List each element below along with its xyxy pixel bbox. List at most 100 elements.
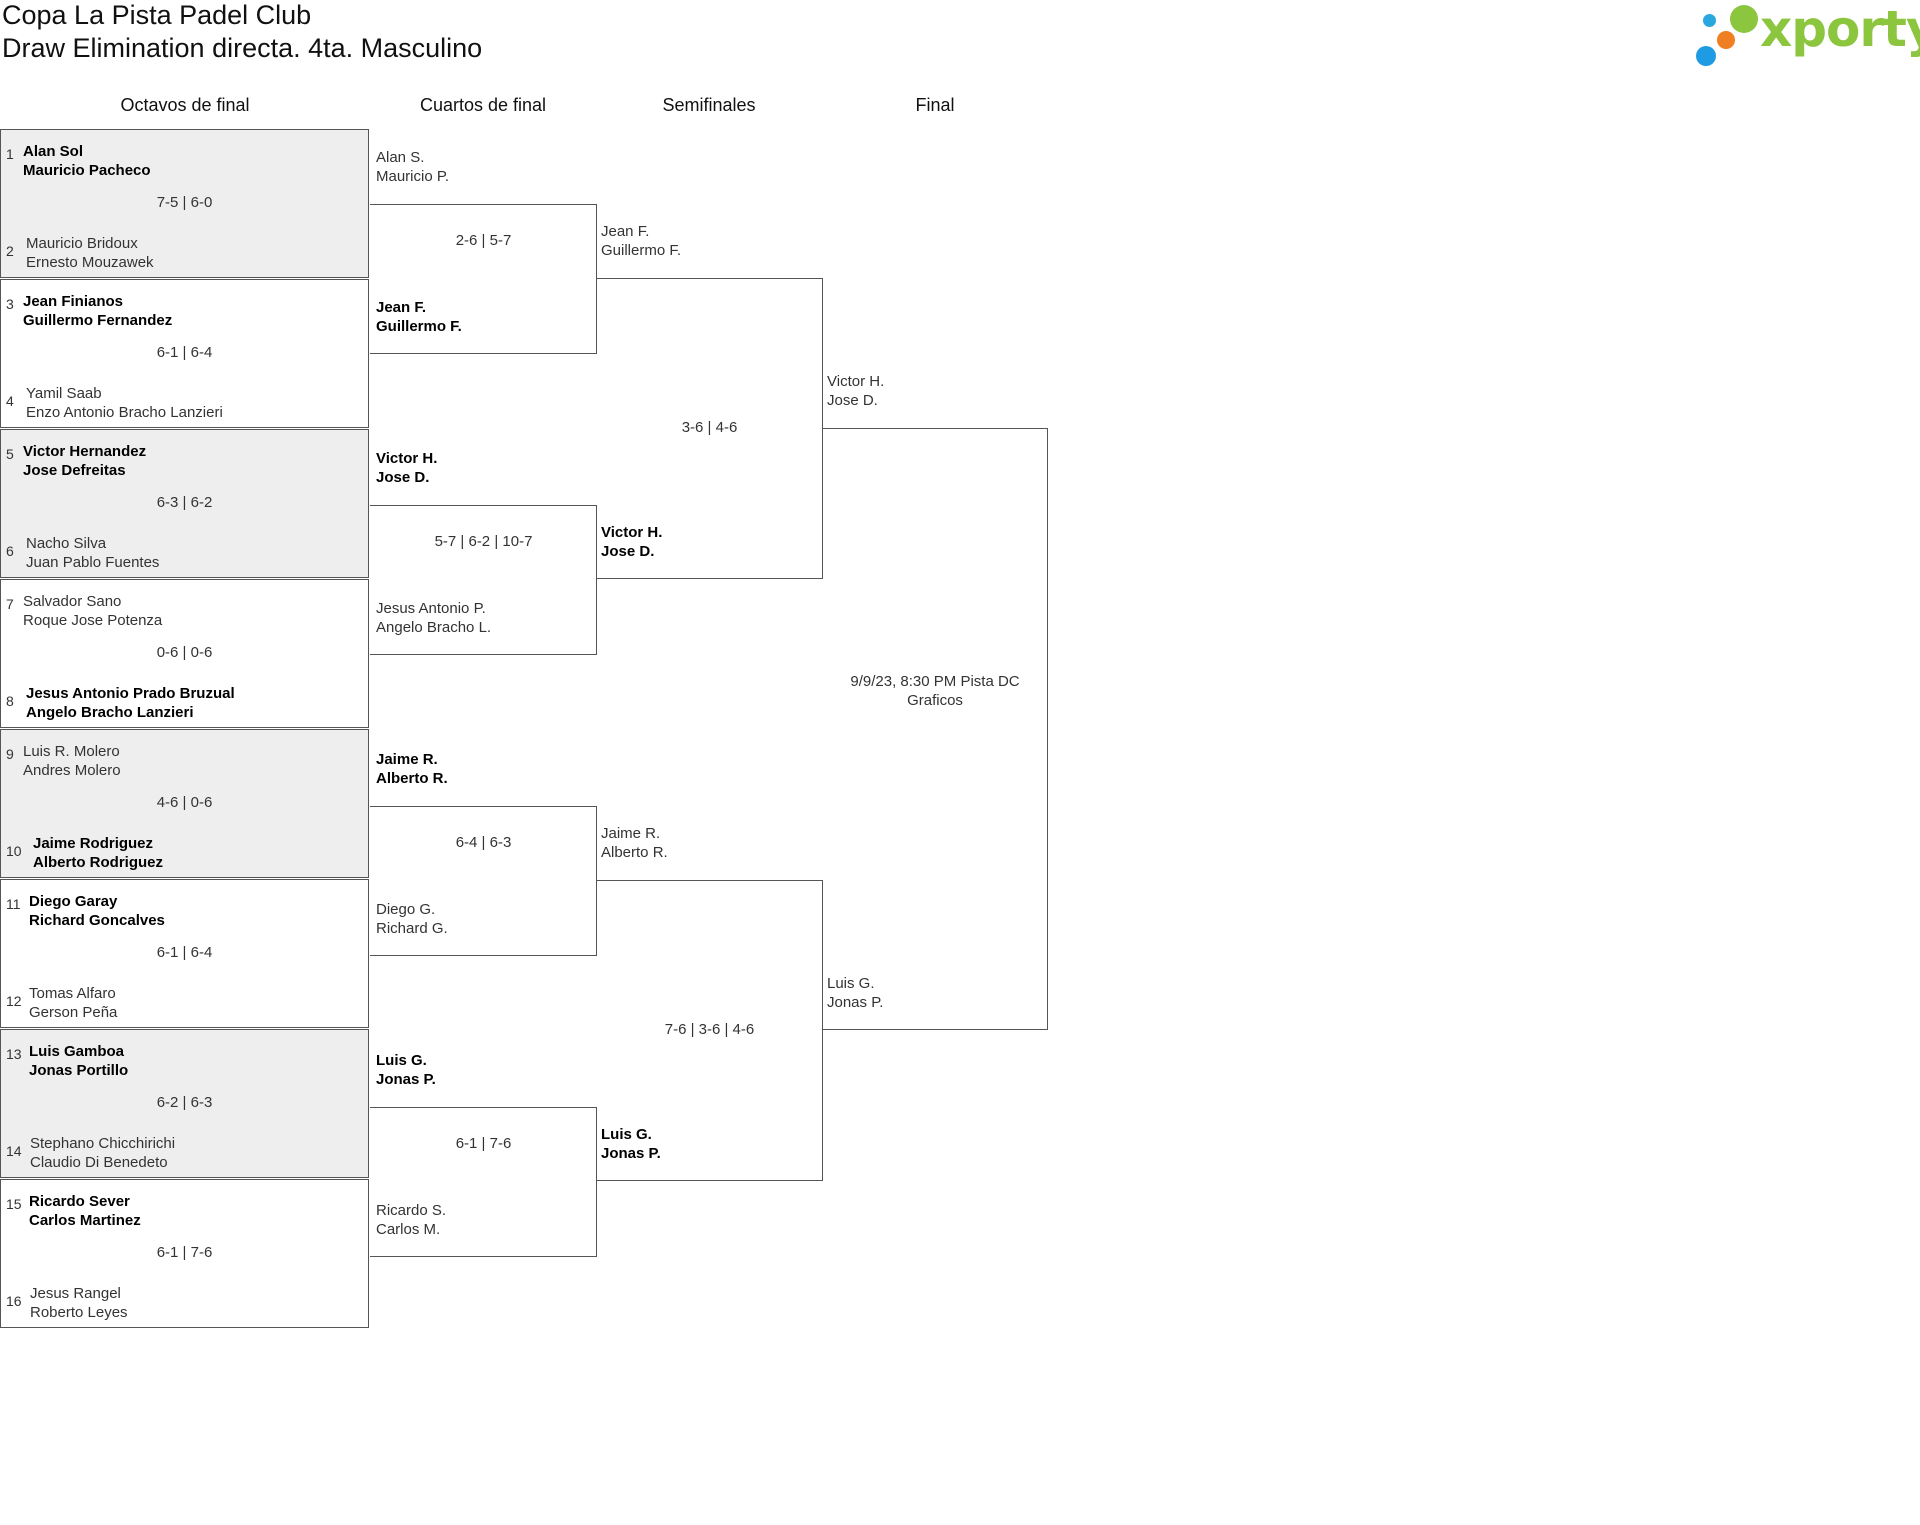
player-name: Guillermo Fernandez <box>23 312 173 329</box>
player-name: Guillermo F. <box>376 318 462 335</box>
final-court: Graficos <box>907 692 963 709</box>
semis-team-b: Luis G.Jonas P. <box>601 1125 661 1163</box>
team-a: Salvador Sano Roque Jose Potenza <box>23 592 162 630</box>
cuartos-team-b: Jean F. Guillermo F. <box>376 298 462 336</box>
cuartos-team-a: Luis G. Jonas P. <box>376 1051 436 1089</box>
player-name: Guillermo F. <box>601 242 682 259</box>
team-a: Luis Gamboa Jonas Portillo <box>29 1042 128 1080</box>
semis-team-a: Jean F. Guillermo F. <box>601 222 681 260</box>
semis-score: 3-6 | 4-6 <box>681 418 738 436</box>
final-team-a: Victor H. Jose D. <box>827 372 884 410</box>
player-name: Angelo Bracho Lanzieri <box>26 704 194 721</box>
final-schedule: 9/9/23, 8:30 PM Pista DC Graficos <box>822 672 1048 710</box>
match-score: 4-6 | 0-6 <box>156 794 213 811</box>
team-a: Victor Hernandez Jose Defreitas <box>23 442 146 480</box>
match-score: 6-1 | 6-4 <box>156 944 213 961</box>
match-score: 6-2 | 6-3 <box>156 1094 213 1111</box>
octavos-match: 7 Salvador Sano Roque Jose Potenza 0-6 |… <box>0 579 369 728</box>
player-name: Roberto Leyes <box>30 1304 128 1321</box>
team-b: Mauricio Bridoux Ernesto Mouzawek <box>26 234 154 272</box>
cuartos-team-b: Diego G.Richard G. <box>376 900 448 938</box>
team-a: Ricardo Sever Carlos Martinez <box>29 1192 141 1230</box>
player-name: Victor Hernandez <box>23 443 147 460</box>
octavos-match: 15 Ricardo Sever Carlos Martinez 6-1 | 7… <box>0 1179 369 1328</box>
xporty-logo: xporty <box>1696 0 1920 70</box>
tournament-title: Copa La Pista Padel Club <box>2 0 312 30</box>
cuartos-bracket-line <box>370 505 597 655</box>
player-name: Yamil Saab <box>26 385 102 402</box>
octavos-match: 1 Alan Sol Mauricio Pacheco 7-5 | 6-0 2 … <box>0 129 369 278</box>
team-a: Jean Finianos Guillermo Fernandez <box>23 292 172 330</box>
match-score: 0-6 | 0-6 <box>156 644 213 661</box>
player-name: Jean F. <box>601 223 650 240</box>
player-name: Jean F. <box>376 299 427 316</box>
player-name: Jean Finianos <box>23 293 124 310</box>
seed-number: 4 <box>6 393 14 409</box>
semis-score: 7-6 | 3-6 | 4-6 <box>664 1020 755 1038</box>
cuartos-score: 2-6 | 5-7 <box>455 232 512 249</box>
match-score: 7-5 | 6-0 <box>156 194 213 211</box>
team-b: Jesus Rangel Roberto Leyes <box>30 1284 128 1322</box>
player-name: Carlos Martinez <box>29 1212 141 1229</box>
player-name: Diego Garay <box>29 893 118 910</box>
octavos-match: 9 Luis R. Molero Andres Molero 4-6 | 0-6… <box>0 729 369 878</box>
seed-number: 16 <box>6 1293 22 1309</box>
player-name: Victor H. <box>827 373 885 390</box>
seed-number: 12 <box>6 993 22 1009</box>
round-header-cuartos: Cuartos de final <box>419 95 547 115</box>
match-score: 6-1 | 7-6 <box>156 1244 213 1261</box>
cuartos-score: 5-7 | 6-2 | 10-7 <box>434 533 533 550</box>
team-a: Luis R. Molero Andres Molero <box>23 742 121 780</box>
player-name: Ernesto Mouzawek <box>26 254 154 271</box>
player-name: Mauricio Bridoux <box>26 235 138 252</box>
player-name: Ricardo Sever <box>29 1193 130 1210</box>
round-header-octavos: Octavos de final <box>120 95 250 115</box>
player-name: Alberto Rodriguez <box>33 854 163 871</box>
octavos-match: 5 Victor Hernandez Jose Defreitas 6-3 | … <box>0 429 369 578</box>
player-name: Jesus Antonio Prado Bruzual <box>26 685 235 702</box>
seed-number: 15 <box>6 1196 22 1212</box>
match-score: 6-1 | 6-4 <box>156 344 213 361</box>
seed-number: 6 <box>6 543 14 559</box>
cuartos-bracket-line <box>370 1107 597 1257</box>
logo-dot-green <box>1730 5 1758 33</box>
final-datetime: 9/9/23, 8:30 PM Pista DC <box>850 673 1020 690</box>
octavos-match: 11 Diego Garay Richard Goncalves 6-1 | 6… <box>0 879 369 1028</box>
player-name: Jose Defreitas <box>23 462 126 479</box>
final-bracket-line <box>822 428 1048 1030</box>
player-name: Carlos M. <box>376 1221 441 1238</box>
player-name: Luis G. <box>376 1052 427 1069</box>
seed-number: 3 <box>6 296 14 312</box>
player-name: Jonas P. <box>376 1071 436 1088</box>
cuartos-score: 6-4 | 6-3 <box>455 834 512 851</box>
player-name: Richard Goncalves <box>29 912 165 929</box>
seed-number: 14 <box>6 1143 22 1159</box>
octavos-match: 13 Luis Gamboa Jonas Portillo 6-2 | 6-3 … <box>0 1029 369 1178</box>
player-name: Roque Jose Potenza <box>23 612 163 629</box>
octavos-match: 3 Jean Finianos Guillermo Fernandez 6-1 … <box>0 279 369 428</box>
seed-number: 7 <box>6 596 14 612</box>
player-name: Jonas P. <box>601 1145 661 1162</box>
player-name: Jaime R. <box>601 825 661 842</box>
cuartos-team-a: Alan S.Mauricio P. <box>376 148 449 186</box>
player-name: Angelo Bracho L. <box>376 619 492 636</box>
player-name: Gerson Peña <box>29 1004 118 1021</box>
team-b: Jesus Antonio Prado Bruzual Angelo Brach… <box>26 684 235 722</box>
player-name: Jonas Portillo <box>29 1062 129 1079</box>
logo-dot-blue-small <box>1703 14 1716 27</box>
player-name: Mauricio P. <box>376 168 450 185</box>
player-name: Ricardo S. <box>376 1202 447 1219</box>
cuartos-team-b: Ricardo S. Carlos M. <box>376 1201 446 1239</box>
round-header-final: Final <box>915 95 955 115</box>
player-name: Stephano Chicchirichi <box>30 1135 176 1152</box>
cuartos-bracket-line <box>370 204 597 354</box>
player-name: Andres Molero <box>23 762 121 779</box>
round-header-semifinales: Semifinales <box>662 95 756 115</box>
cuartos-bracket-line <box>370 806 597 956</box>
player-name: Jose D. <box>827 392 878 409</box>
final-team-b: Luis G.Jonas P. <box>827 974 883 1012</box>
player-name: Luis Gamboa <box>29 1043 125 1060</box>
player-name: Juan Pablo Fuentes <box>26 554 160 571</box>
player-name: Salvador Sano <box>23 593 122 610</box>
player-name: Jesus Antonio P. <box>376 600 486 617</box>
